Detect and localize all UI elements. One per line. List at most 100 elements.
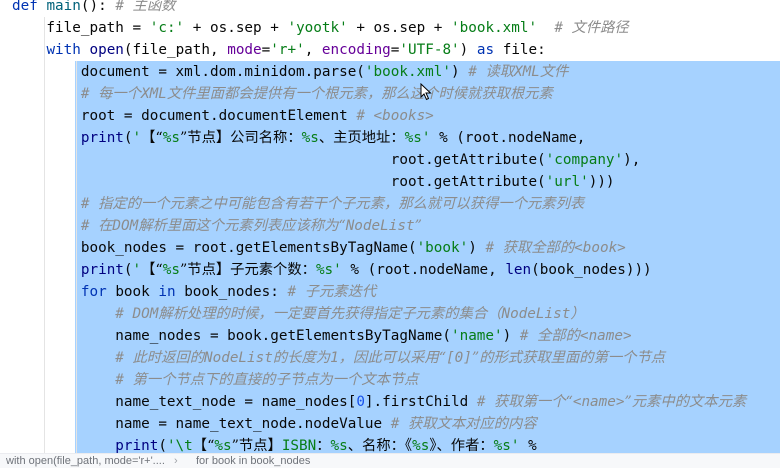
indent-guide	[76, 215, 77, 237]
selection-highlight	[75, 259, 780, 281]
code-token: 文件里面都会提供有一个根元素，那么这个时候就获取根元素	[166, 86, 553, 102]
code-token: ].firstChild	[364, 394, 477, 410]
code-line[interactable]: # 此时返回的NodeList的长度为1，因此可以采用“[0]”的形式获取里面的…	[0, 347, 780, 369]
code-line[interactable]: # 第一个节点下的直接的子节点为一个文本节点	[0, 369, 780, 391]
code-token: 'url'	[545, 174, 589, 190]
code-token: 指定的一个元素之中可能包含有若干个子元素，那么就可以获得一个元素列表	[98, 196, 585, 212]
code-text: with open(file_path, mode='r+', encoding…	[12, 39, 545, 61]
code-editor[interactable]: def main(): # 主函数 file_path = 'c:' + os.…	[0, 0, 780, 453]
code-line[interactable]: file_path = 'c:' + os.sep + 'yootk' + os…	[0, 17, 780, 39]
code-token: 》、作者：	[429, 438, 494, 453]
indent-guide	[76, 391, 77, 413]
code-token: 获取文本对应的内容	[407, 416, 537, 432]
code-token: (	[123, 130, 133, 146]
code-line[interactable]: root.getAttribute('url')))	[0, 171, 780, 193]
code-line[interactable]: print('\t【“%s”节点】ISBN：%s、名称：《%s》、作者：%s' …	[0, 435, 780, 453]
indent-guide	[44, 413, 45, 435]
code-line[interactable]: # 指定的一个元素之中可能包含有若干个子元素，那么就可以获得一个元素列表	[0, 193, 780, 215]
code-token: %s	[330, 438, 348, 453]
code-text: print('【“%s”节点】公司名称：%s、主页地址：%s' % (root.…	[12, 127, 586, 149]
indent-guide	[44, 83, 45, 105]
code-token: document = xml.dom.minidom.parse(	[12, 64, 365, 80]
indent-guide	[76, 347, 77, 369]
code-line[interactable]: document = xml.dom.minidom.parse('book.x…	[0, 61, 780, 83]
selection-highlight	[75, 127, 780, 149]
code-line[interactable]: name = name_text_node.nodeValue # 获取文本对应…	[0, 413, 780, 435]
code-token: #	[115, 350, 133, 366]
code-token: name = name_text_node.nodeValue	[12, 416, 391, 432]
code-token: [0]	[446, 350, 472, 366]
code-text: # 第一个节点下的直接的子节点为一个文本节点	[12, 369, 418, 391]
code-token: (	[158, 438, 167, 453]
code-text: # 在DOM解析里面这个元素列表应该称为“NodeList”	[12, 215, 422, 237]
code-line[interactable]: name_text_node = name_nodes[0].firstChil…	[0, 391, 780, 413]
code-line[interactable]: for book in book_nodes: # 子元素迭代	[0, 281, 780, 303]
code-line[interactable]: root = document.documentElement # <books…	[0, 105, 780, 127]
code-token: #	[519, 328, 538, 344]
code-token: '	[132, 130, 142, 146]
indent-guide	[44, 39, 45, 61]
code-line[interactable]: # 在DOM解析里面这个元素列表应该称为“NodeList”	[0, 215, 780, 237]
code-token: <name>	[572, 394, 625, 410]
code-token: %s	[162, 130, 180, 146]
code-line[interactable]: with open(file_path, mode='r+', encoding…	[0, 39, 780, 61]
indent-guide	[76, 193, 77, 215]
code-line[interactable]: # 每一个XML文件里面都会提供有一个根元素，那么这个时候就获取根元素	[0, 83, 780, 105]
code-token: (	[123, 262, 133, 278]
code-token	[12, 350, 115, 366]
code-token: NodeList	[345, 218, 415, 234]
code-token: #	[390, 416, 408, 432]
code-line[interactable]: print('【“%s”节点】公司名称：%s、主页地址：%s' % (root.…	[0, 127, 780, 149]
code-text: root.getAttribute('company'),	[12, 149, 641, 171]
breadcrumb-item-with[interactable]: with open(file_path, mode='r+'....	[6, 455, 165, 467]
code-token	[12, 372, 115, 388]
code-token	[12, 42, 46, 58]
code-token: %	[519, 438, 537, 453]
code-line[interactable]: print('【“%s”节点】子元素个数：%s' % (root.nodeNam…	[0, 259, 780, 281]
code-token: #	[485, 240, 503, 256]
indent-guide	[44, 61, 45, 83]
code-token: for	[80, 284, 116, 300]
code-token: root = document.documentElement	[12, 108, 357, 124]
code-token: ”节点】公司名称：	[179, 130, 302, 146]
code-token: ”的形式获取里面的第一个节点	[471, 350, 666, 366]
selection-highlight	[75, 435, 780, 453]
selection-highlight	[75, 325, 780, 347]
code-token: #	[287, 284, 305, 300]
code-token: ”节点】子元素个数：	[179, 262, 316, 278]
code-line[interactable]: root.getAttribute('company'),	[0, 149, 780, 171]
code-text: def main(): # 主函数	[12, 0, 175, 17]
code-token: # <books>	[356, 108, 434, 124]
code-line[interactable]: book_nodes = root.getElementsByTagName('…	[0, 237, 780, 259]
code-text: file_path = 'c:' + os.sep + 'yootk' + os…	[12, 17, 629, 39]
code-token: 此时返回的	[132, 350, 204, 366]
code-token: '\t	[166, 438, 193, 453]
code-token: '	[132, 262, 142, 278]
code-token: )	[502, 328, 520, 344]
code-line[interactable]: def main(): # 主函数	[0, 0, 780, 17]
code-token: 'c:'	[149, 20, 185, 36]
indent-guide	[76, 281, 77, 303]
code-token: #	[115, 372, 133, 388]
code-token	[12, 196, 81, 212]
code-token: 0	[356, 394, 365, 410]
code-token	[12, 262, 81, 278]
code-token: 文件	[539, 64, 569, 80]
code-token: 'name'	[450, 328, 503, 344]
code-token: name_nodes = book.getElementsByTagName(	[12, 328, 451, 344]
selection-highlight	[75, 369, 780, 391]
code-line[interactable]: # DOM解析处理的时候，一定要首先获得指定子元素的集合（NodeList）	[0, 303, 780, 325]
code-token: name_text_node = name_nodes[	[12, 394, 357, 410]
breadcrumb-item-for[interactable]: for book in book_nodes	[196, 455, 311, 467]
code-token: root.getAttribute(	[12, 174, 546, 190]
code-token: (file_path,	[123, 42, 228, 58]
selection-highlight	[75, 413, 780, 435]
code-token: #	[554, 20, 572, 36]
indent-guide	[76, 369, 77, 391]
code-token: 文件路径	[571, 20, 629, 36]
code-token: 第一个节点下的直接的子节点为一个文本节点	[132, 372, 419, 388]
indent-guide	[76, 435, 77, 453]
code-line[interactable]: name_nodes = book.getElementsByTagName('…	[0, 325, 780, 347]
code-text: root.getAttribute('url')))	[12, 171, 615, 193]
code-token	[12, 306, 115, 322]
